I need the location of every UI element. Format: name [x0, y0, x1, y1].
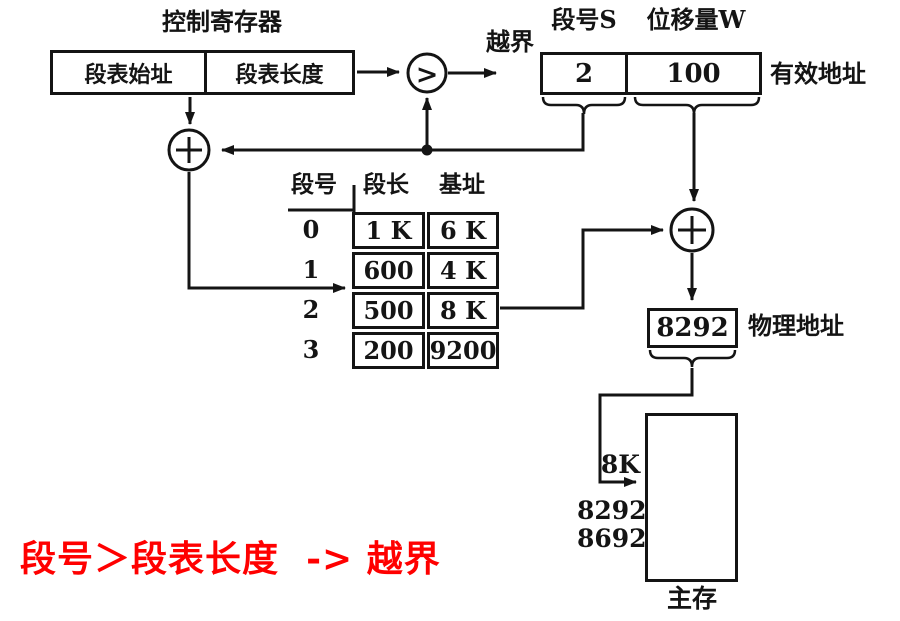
table-header-base: 基址	[439, 171, 485, 198]
effective-address-caption: 有效地址	[770, 59, 866, 88]
table-row: 1 K	[352, 212, 425, 249]
control-register-box: 段表始址 段表长度	[50, 50, 355, 95]
table-row: 200	[352, 332, 425, 369]
table-row: 6 K	[427, 212, 499, 249]
table-row: 8 K	[427, 292, 499, 329]
segment-index-3: 3	[302, 335, 320, 364]
underbrace-offset-field	[633, 96, 761, 115]
greater-than-symbol: >	[416, 60, 439, 91]
adder-plus-icon-right	[669, 207, 715, 253]
table-row: 9200	[427, 332, 499, 369]
line-physical-address-to-memory	[598, 368, 694, 487]
segment-index-0: 0	[302, 215, 320, 244]
physical-address-box: 8292	[647, 308, 738, 348]
table-header-segment: 段号	[291, 171, 337, 198]
main-memory-caption: 主存	[666, 584, 717, 613]
segment-table-start-field: 段表始址	[53, 53, 207, 92]
effective-address-box: 2 100	[540, 52, 762, 95]
segment-number-label: 段号S	[551, 5, 617, 34]
memory-label-8k: 8K	[600, 450, 640, 479]
segment-number-value: 2	[543, 55, 628, 92]
feedback-line-segment-number	[221, 113, 585, 155]
comparator-icon	[406, 52, 448, 94]
main-memory-box	[645, 413, 738, 582]
segment-table-length-field: 段表长度	[235, 61, 324, 88]
table-row: 500	[352, 292, 425, 329]
offset-label: 位移量W	[646, 5, 746, 34]
underbrace-physical-address	[648, 349, 737, 368]
memory-label-8692: 8692	[577, 524, 647, 553]
arrow-adder-to-segment-table	[187, 172, 346, 293]
underbrace-segment-field	[541, 96, 627, 115]
offset-value: 100	[666, 58, 721, 89]
segment-index-1: 1	[302, 255, 320, 284]
line-base-to-adder	[500, 225, 664, 310]
memory-label-8292: 8292	[577, 496, 647, 525]
segment-table: 1 K 6 K 600 4 K 500 8 K 200 9200	[352, 212, 499, 369]
segment-index-2: 2	[302, 295, 320, 324]
junction-dot	[421, 144, 433, 156]
physical-address-caption: 物理地址	[748, 311, 844, 340]
overflow-rule-annotation: 段号＞段表长度 -> 越界	[20, 538, 441, 580]
control-register-title: 控制寄存器	[162, 7, 282, 36]
physical-address-value: 8292	[656, 313, 729, 343]
table-row: 4 K	[427, 252, 499, 289]
overflow-label: 越界	[486, 27, 534, 56]
table-header-length: 段长	[363, 171, 409, 198]
table-row: 600	[352, 252, 425, 289]
adder-plus-icon-left	[167, 128, 211, 172]
